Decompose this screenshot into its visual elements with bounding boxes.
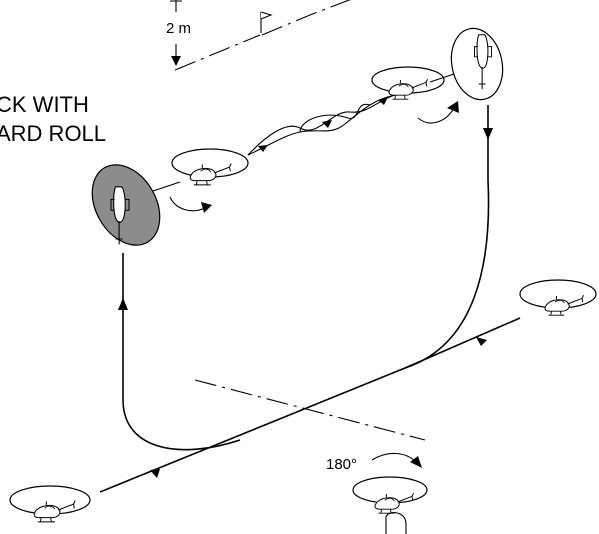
height-marker — [170, 0, 182, 66]
helicopter-hover-left — [171, 148, 249, 186]
rotation-label: 180° — [326, 456, 357, 473]
curved-arrow-icon — [417, 101, 459, 124]
helicopter-hover-right — [371, 66, 445, 100]
flight-path-main — [99, 105, 490, 493]
helicopter-entry-right — [519, 279, 597, 316]
curved-arrow-icon — [371, 452, 422, 468]
roll-path — [247, 94, 396, 156]
helicopter-turn-bottom — [352, 476, 428, 534]
helicopter-vertical-top — [450, 27, 504, 101]
reference-line-bottom — [194, 379, 426, 441]
title-line-2: ARD ROLL — [0, 121, 106, 146]
title-line-1: CK WITH — [0, 92, 89, 117]
flight-path-entry — [404, 317, 521, 369]
reference-line-top — [174, 34, 261, 71]
reference-line-top-extension — [261, 0, 351, 36]
height-label: 2 m — [166, 20, 191, 37]
direction-arrow-icon — [118, 128, 493, 478]
helicopter-exit-left — [9, 485, 91, 523]
curved-arrow-icon — [169, 196, 212, 213]
flight-path-climb — [122, 253, 241, 451]
helicopter-vertical-grey — [91, 164, 161, 246]
flag-icon — [260, 11, 273, 33]
